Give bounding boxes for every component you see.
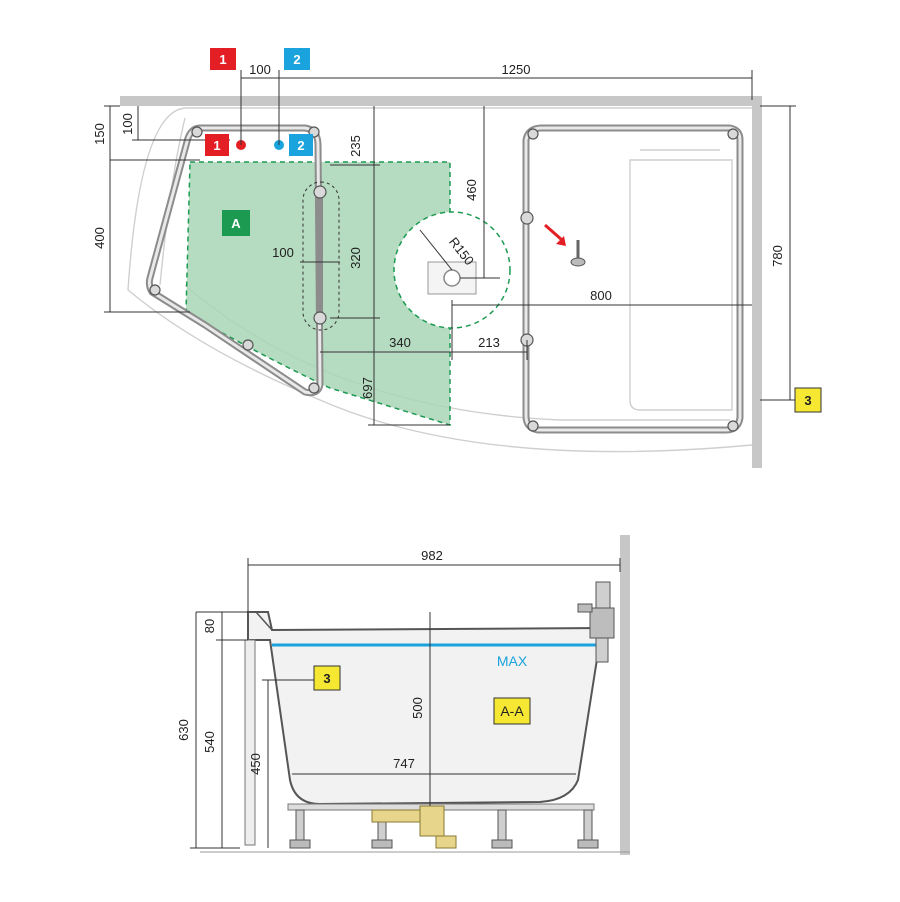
wall-note-badge: 3: [760, 387, 822, 413]
dim-150: 150: [92, 123, 107, 145]
hot-badge-inline-label: 1: [213, 138, 220, 153]
dim-780: 780: [770, 245, 785, 267]
dim-540: 540: [202, 731, 217, 753]
right-wall: [752, 96, 762, 468]
section-label-badge: A-A: [493, 697, 531, 725]
max-label: MAX: [497, 653, 528, 669]
bolt-icon: [313, 311, 327, 325]
hot-badge-top-label: 1: [219, 52, 226, 67]
zone-a-badge: A: [222, 210, 250, 236]
bolt-icon: [313, 185, 327, 199]
faucet-assembly: [577, 581, 615, 663]
cold-badge-inline-label: 2: [297, 138, 304, 153]
grab-rail-right: [522, 124, 744, 434]
cold-badge-inline: 2: [289, 134, 313, 156]
hot-badge-inline: 1: [205, 134, 229, 156]
hot-badge-top: 1: [210, 48, 236, 70]
top-view: 100 1250 150 100 400 235 460 R150 320 10…: [92, 48, 822, 468]
dim-100-top: 100: [249, 62, 271, 77]
siphon-drain: [371, 805, 457, 849]
section-note-label: 3: [323, 671, 330, 686]
section-note-badge: 3: [313, 665, 341, 691]
dim-630: 630: [176, 719, 191, 741]
dim-460: 460: [464, 179, 479, 201]
dim-400: 400: [92, 227, 107, 249]
dim-235: 235: [348, 135, 363, 157]
dim-747: 747: [393, 756, 415, 771]
dim-100-mid: 100: [272, 245, 294, 260]
drain-icon: [443, 269, 461, 287]
dim-450: 450: [248, 753, 263, 775]
zone-a-label: A: [231, 216, 241, 231]
dim-1250: 1250: [502, 62, 531, 77]
tub-section: [247, 611, 605, 806]
overflow-valve: [570, 240, 586, 267]
section-right-wall: [620, 535, 630, 855]
red-arrow-icon: [544, 219, 566, 246]
dim-100-left: 100: [120, 113, 135, 135]
section-view: 982 80 630 540 450 500 747 MAX A-A 3: [176, 535, 630, 855]
top-wall: [120, 96, 760, 106]
front-panel: [244, 639, 256, 846]
dim-80: 80: [202, 619, 217, 633]
dim-500: 500: [410, 697, 425, 719]
wall-note-label: 3: [804, 393, 811, 408]
dim-800: 800: [590, 288, 612, 303]
cold-badge-top-label: 2: [293, 52, 300, 67]
rail-slot-outline: [302, 181, 340, 331]
dim-697: 697: [360, 377, 375, 399]
section-label: A-A: [500, 703, 524, 719]
dim-982: 982: [421, 548, 443, 563]
dim-340: 340: [389, 335, 411, 350]
dim-213: 213: [478, 335, 500, 350]
tub-basin-right: [629, 159, 733, 411]
cold-badge-top: 2: [284, 48, 310, 70]
dim-320: 320: [348, 247, 363, 269]
